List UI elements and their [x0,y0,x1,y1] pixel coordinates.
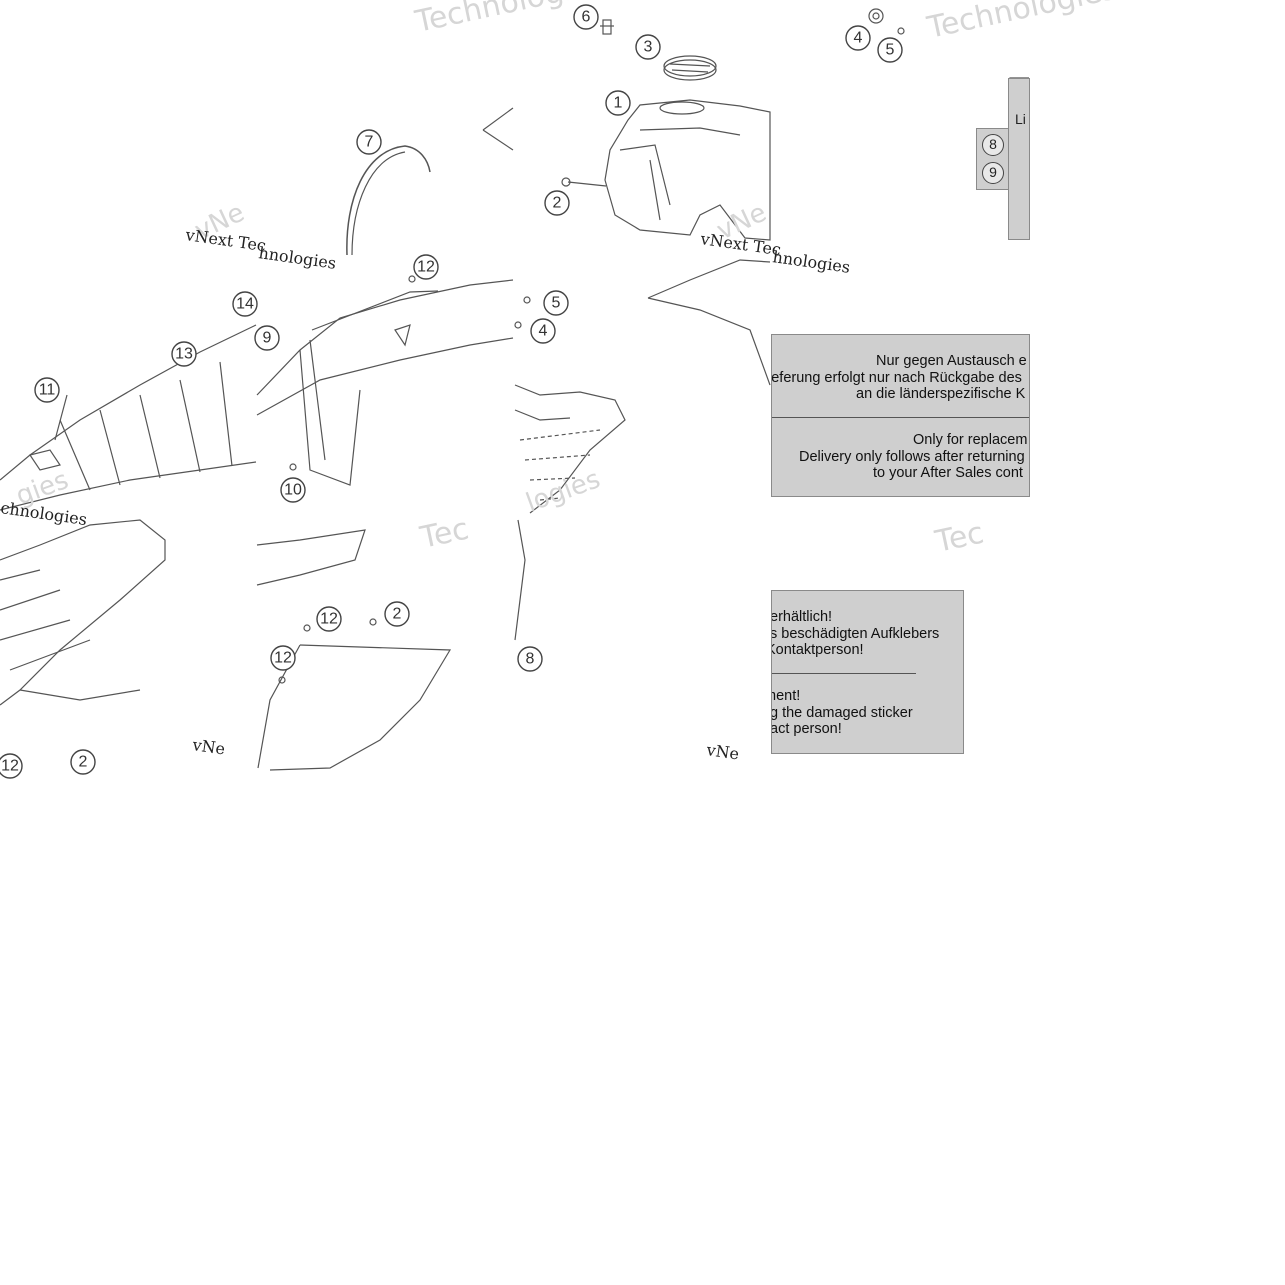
callout-11 [34,377,60,403]
callout-13 [171,341,197,367]
notice-line: tact person! [771,721,842,737]
notice-line: Only for replacem [913,432,1028,448]
notice-line: ieferung erfolgt nur nach Rückgabe des [771,370,1022,386]
fuel-hose-drawing [346,145,431,256]
side-cover-drawing [256,275,514,486]
notice-line: Delivery only follows after returning [799,449,1025,465]
callout-14 [232,291,258,317]
notice-line: Kontaktperson! [771,642,864,658]
callout-label: 11 [39,382,56,399]
callout-label: 4 [539,323,548,340]
callout-10 [280,477,306,503]
watermark-brand: Technologies [923,0,1120,46]
watermark-logies: logies [522,464,604,518]
callout-label: 12 [274,650,292,667]
tank-cap-drawing [663,55,717,81]
seat-rear-drawing [0,519,166,706]
callout-label: 3 [644,39,653,56]
callout-label: 14 [236,296,254,313]
watermark-vnext-serif: vNe [704,740,740,763]
tank-bolt-drawing [561,177,607,187]
notice-line: g the damaged sticker [771,705,913,721]
callout-12-bottom [0,753,23,779]
seat-drawing [0,324,257,511]
callout-8 [517,646,543,672]
replacement-notice-top: Nur gegen Austausch e ieferung erfolgt n… [771,334,1030,497]
callout-label: 4 [854,30,863,47]
notice-line: to your After Sales cont [873,465,1023,481]
notice-line: ment! [772,688,801,704]
callout-label: 12 [320,611,338,628]
legend-label: Li [1015,111,1026,127]
callout-5-mid [543,290,569,316]
callout-label: 8 [526,651,535,668]
notice-divider [772,673,916,674]
callout-12-mid [316,606,342,632]
callout-4-mid [530,318,556,344]
callout-9 [254,325,280,351]
callout-12-low [270,645,296,671]
callout-label: 2 [553,195,562,212]
notice-line: an die länderspezifische K [856,386,1026,402]
watermark-brand-short: Tec [416,512,471,556]
callout-6 [573,4,599,30]
callout-label: 13 [175,346,193,363]
callout-2-tank [544,190,570,216]
callout-label: 6 [582,9,591,26]
callout-label: 5 [552,295,561,312]
notice-line: Nur gegen Austausch e [876,353,1027,369]
watermark-vnext-serif: vNext Tec [183,225,267,255]
callout-label: 2 [79,754,88,771]
callout-label: 12 [1,758,19,775]
callout-label: 9 [263,330,272,347]
callout-12-top [413,254,439,280]
watermark-vnext-serif: vNe [190,735,226,758]
rubber-bushing-drawing [868,8,905,35]
callout-3 [635,34,661,60]
legend-number-9: 9 [982,162,1004,184]
callout-7 [356,129,382,155]
callout-5-top [877,37,903,63]
legend-box: 8 9 [976,128,1010,190]
callout-label: 5 [886,42,895,59]
callout-label: 7 [365,134,374,151]
fuel-tank-drawing [604,99,771,241]
legend-number-8: 8 [982,134,1004,156]
callout-2-rear [384,601,410,627]
notice-line: erhältlich! [771,609,833,625]
callout-1 [605,90,631,116]
notice-divider [772,417,1029,418]
callout-label: 12 [417,259,435,276]
watermark-brand-short: Tec [931,516,986,560]
notice-line: s beschädigten Aufklebers [771,626,940,642]
legend-panel: Li [1008,78,1030,240]
replacement-notice-bottom: erhältlich! s beschädigten Aufklebers Ko… [771,590,964,754]
callout-label: 2 [393,606,402,623]
callout-2-bottom [70,749,96,775]
watermark-hnologies: hnologies [771,247,851,277]
callout-label: 1 [614,95,623,112]
callout-label: 10 [284,482,302,499]
watermark-hnologies: hnologies [257,243,337,273]
radiator-shroud-drawing [514,259,771,641]
vent-valve-drawing [600,19,614,35]
callout-4-top [845,25,871,51]
